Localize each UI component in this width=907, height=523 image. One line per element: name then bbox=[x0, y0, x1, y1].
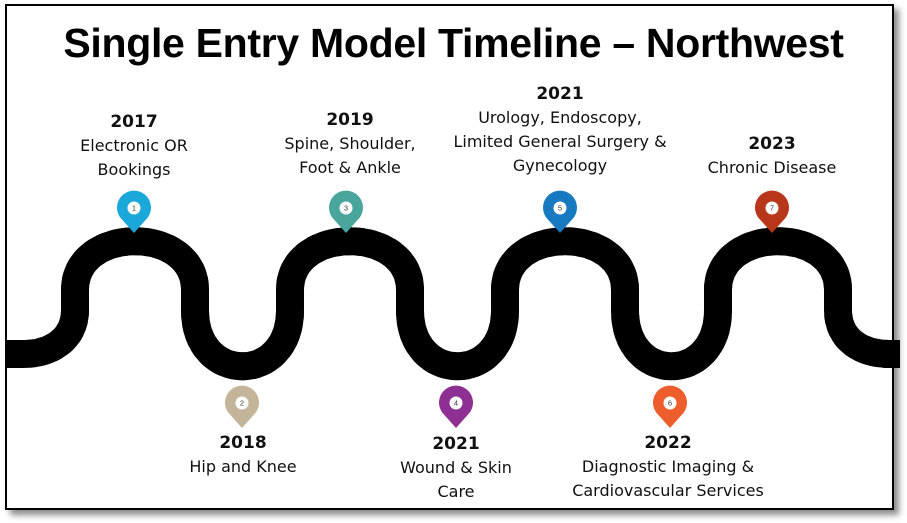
milestone-year: 2021 bbox=[432, 434, 480, 454]
pin-number: 7 bbox=[770, 204, 774, 213]
pin-center bbox=[765, 201, 779, 215]
pin-center bbox=[449, 396, 463, 410]
milestone-description-line: Cardiovascular Services bbox=[572, 481, 764, 500]
pin-center bbox=[127, 201, 141, 215]
milestone-description-line: Chronic Disease bbox=[707, 158, 837, 177]
milestone-description-line: Hip and Knee bbox=[189, 457, 297, 476]
milestone-marker-5: 5 bbox=[543, 190, 577, 233]
pin-number: 2 bbox=[240, 399, 244, 408]
milestone-description-line: Care bbox=[437, 482, 475, 501]
milestone-year: 2022 bbox=[644, 433, 692, 453]
milestone-description-line: Spine, Shoulder, bbox=[284, 134, 416, 153]
road bbox=[7, 241, 900, 366]
milestone-marker-2: 2 bbox=[225, 385, 259, 428]
milestone-year: 2019 bbox=[326, 110, 374, 130]
pin-center bbox=[663, 396, 677, 410]
milestone-description-line: Foot & Ankle bbox=[299, 158, 401, 177]
milestone-description-line: Limited General Surgery & bbox=[453, 132, 667, 151]
pin-number: 1 bbox=[132, 204, 136, 213]
milestone-year: 2023 bbox=[748, 134, 796, 154]
milestone-description-line: Wound & Skin bbox=[400, 458, 512, 477]
pin-number: 6 bbox=[668, 399, 672, 408]
milestone-description-line: Bookings bbox=[97, 160, 171, 179]
milestone-marker-6: 6 bbox=[653, 385, 687, 428]
milestone-year: 2017 bbox=[110, 112, 158, 132]
milestone-description-line: Gynecology bbox=[512, 156, 608, 175]
milestone-marker-3: 3 bbox=[329, 190, 363, 233]
pin-center bbox=[235, 396, 249, 410]
milestone-year: 2021 bbox=[536, 84, 584, 104]
pin-number: 3 bbox=[344, 204, 348, 213]
pin-center bbox=[553, 201, 567, 215]
pin-center bbox=[339, 201, 353, 215]
milestone-description-line: Diagnostic Imaging & bbox=[581, 457, 755, 476]
milestone-marker-4: 4 bbox=[439, 385, 473, 428]
milestone-marker-1: 1 bbox=[117, 190, 151, 233]
milestone-year: 2018 bbox=[219, 433, 267, 453]
milestone-description-line: Urology, Endoscopy, bbox=[478, 108, 642, 127]
pin-number: 5 bbox=[558, 204, 562, 213]
milestone-description-line: Electronic OR bbox=[80, 136, 188, 155]
milestone-marker-7: 7 bbox=[754, 190, 789, 233]
pin-number: 4 bbox=[454, 399, 458, 408]
page-title: Single Entry Model Timeline – Northwest bbox=[63, 20, 844, 66]
